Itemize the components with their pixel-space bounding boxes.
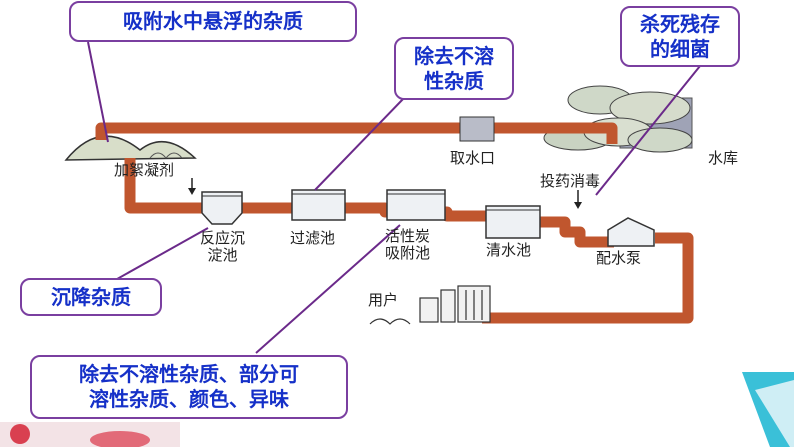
callout-activated-carbon-line1: 除去不溶性杂质、部分可 bbox=[79, 362, 299, 386]
callout-settle-impurities: 沉降杂质 bbox=[20, 278, 162, 316]
decorative-corner bbox=[0, 372, 794, 447]
label-coagulant: 加絮凝剂 bbox=[114, 161, 175, 179]
label-clear-tank: 清水池 bbox=[486, 241, 532, 259]
callout-kill-bacteria-line2: 的细菌 bbox=[650, 36, 710, 61]
carbon-tank bbox=[386, 189, 446, 221]
callout-adsorb-suspended-text: 吸附水中悬浮的杂质 bbox=[123, 9, 303, 33]
label-reaction-tank-line1: 反应沉 bbox=[200, 229, 246, 247]
callout-activated-carbon-line2: 溶性杂质、颜色、异味 bbox=[89, 387, 289, 411]
label-intake: 取水口 bbox=[450, 149, 496, 167]
label-reaction-tank-line2: 淀池 bbox=[207, 246, 238, 264]
callout-settle-impurities-text: 沉降杂质 bbox=[51, 284, 131, 309]
disinfect-arrow bbox=[574, 190, 582, 209]
filter-tank bbox=[291, 189, 346, 221]
label-carbon-tank-line1: 活性炭 bbox=[385, 227, 431, 245]
callout-adsorb-suspended: 吸附水中悬浮的杂质 bbox=[69, 1, 357, 42]
callout-remove-insoluble-line1: 除去不溶 bbox=[414, 43, 494, 68]
pump-house bbox=[607, 217, 655, 247]
callout-kill-bacteria-line1: 杀死残存 bbox=[640, 11, 720, 36]
leader-lines bbox=[87, 41, 701, 354]
reaction-tank bbox=[201, 191, 243, 225]
coagulant-hill bbox=[64, 135, 197, 161]
label-carbon-tank-line2: 吸附池 bbox=[385, 244, 431, 262]
label-carbon-tank: 活性炭 吸附池 bbox=[385, 228, 430, 262]
label-pump: 配水泵 bbox=[596, 249, 642, 267]
clear-tank bbox=[485, 205, 541, 239]
label-users: 用户 bbox=[368, 291, 399, 309]
label-disinfectant: 投药消毒 bbox=[540, 172, 601, 190]
label-filter-tank: 过滤池 bbox=[290, 229, 336, 247]
intake-box bbox=[459, 116, 495, 142]
label-reservoir: 水库 bbox=[708, 149, 739, 167]
coagulant-arrow bbox=[188, 178, 196, 195]
callout-kill-bacteria: 杀死残存 的细菌 bbox=[620, 6, 740, 67]
reservoir-scenery bbox=[543, 85, 693, 153]
user-buildings bbox=[369, 285, 491, 325]
callout-remove-insoluble: 除去不溶 性杂质 bbox=[394, 37, 514, 100]
callout-activated-carbon: 除去不溶性杂质、部分可 溶性杂质、颜色、异味 bbox=[30, 355, 348, 419]
label-reaction-tank: 反应沉 淀池 bbox=[200, 230, 245, 264]
callout-remove-insoluble-line2: 性杂质 bbox=[424, 68, 484, 93]
